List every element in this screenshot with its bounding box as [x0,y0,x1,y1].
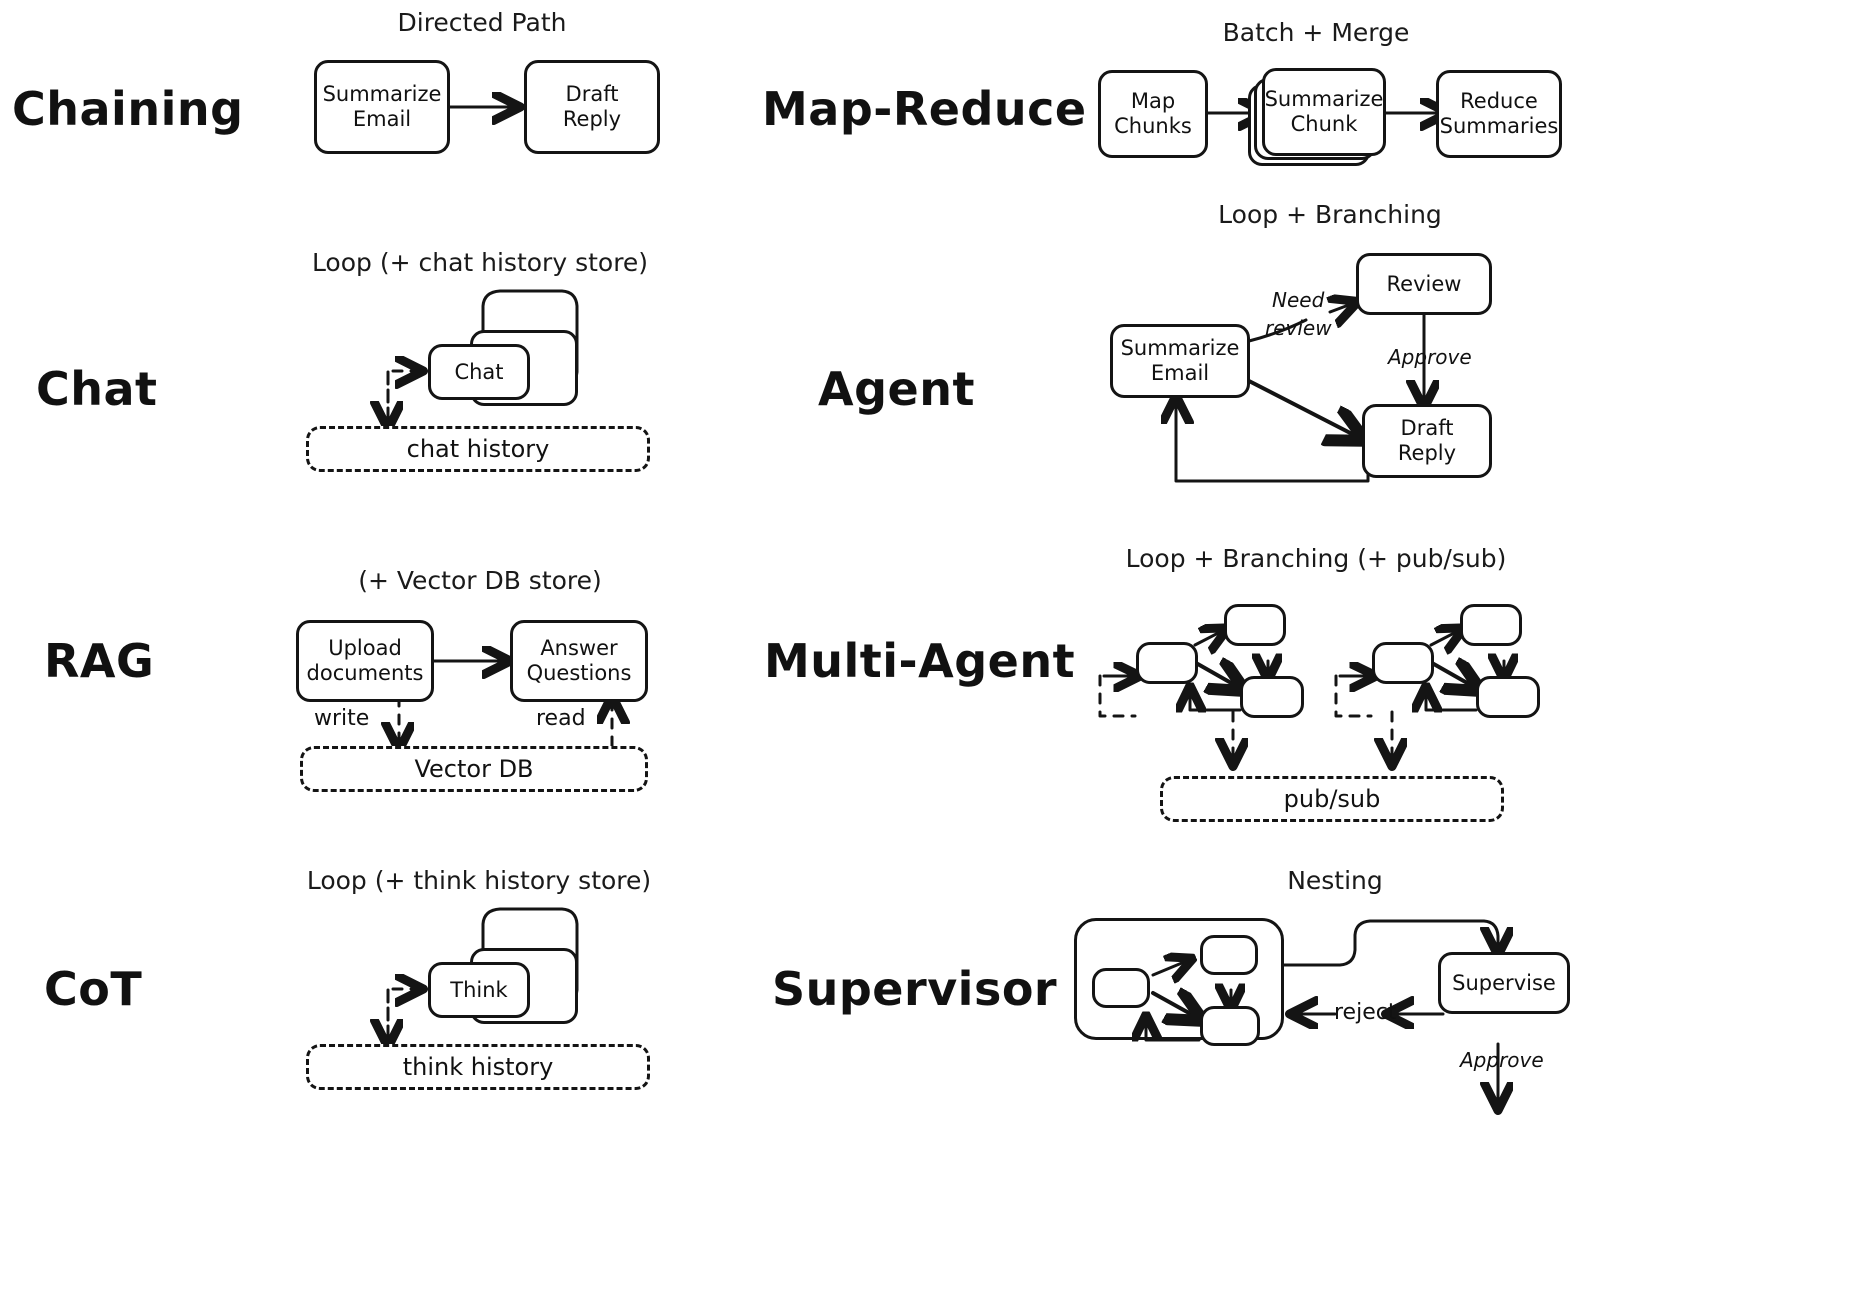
node-supervisor-inner-a[interactable] [1092,968,1150,1008]
node-supervise[interactable]: Supervise [1438,952,1570,1014]
node-summarize-email-agent[interactable]: Summarize Email [1110,324,1250,398]
node-chat[interactable]: Chat [428,344,530,400]
node-draft-reply-agent[interactable]: Draft Reply [1362,404,1492,478]
node-multi-agent-right-a[interactable] [1372,642,1434,684]
edge-label-read: read [536,706,586,731]
node-line-1: Upload [328,636,402,661]
node-summarize-chunk[interactable]: Summarize Chunk [1262,68,1386,156]
node-summarize-email-chaining[interactable]: Summarize Email [314,60,450,154]
node-line-1: Answer [540,636,618,661]
node-upload-documents[interactable]: Upload documents [296,620,434,702]
pattern-label-chat: Chat [36,362,158,416]
store-pub-sub[interactable]: pub/sub [1160,776,1504,822]
node-line-2: Chunk [1290,112,1358,136]
edge-label-review: review [1265,316,1332,340]
node-multi-agent-right-c[interactable] [1476,676,1540,718]
pattern-label-map-reduce: Map-Reduce [762,82,1087,136]
edge-label-approve-agent: Approve [1388,345,1472,369]
pattern-label-chaining: Chaining [12,82,244,136]
node-line-1: Summarize [1120,336,1240,361]
node-line-1: Reduce [1460,89,1538,114]
edge-label-write: write [314,706,370,731]
node-answer-questions[interactable]: Answer Questions [510,620,648,702]
pattern-label-supervisor: Supervisor [772,962,1058,1016]
edge-label-approve-supervisor: Approve [1460,1048,1544,1072]
node-line-1: Summarize [322,82,442,107]
node-line-2: Reply [562,107,622,131]
node-reduce-summaries[interactable]: Reduce Summaries [1436,70,1562,158]
pattern-label-cot: CoT [44,962,143,1016]
node-map-chunks[interactable]: Map Chunks [1098,70,1208,158]
caption-multi-agent: Loop + Branching (+ pub/sub) [1125,544,1507,573]
node-line-1: Supervise [1452,970,1556,995]
caption-chat: Loop (+ chat history store) [311,248,649,277]
store-label: Vector DB [414,755,534,783]
caption-agent: Loop + Branching [1218,200,1442,229]
node-line-2: Summaries [1439,114,1559,138]
node-line-2: Email [1150,361,1210,385]
node-line-2: Reply [1397,441,1457,465]
store-label: think history [402,1053,554,1081]
store-chat-history[interactable]: chat history [306,426,650,472]
node-line-2: Email [352,107,412,131]
node-line-2: documents [306,661,424,685]
edge-label-need: Need [1272,288,1325,312]
node-line-1: Review [1386,271,1462,296]
node-supervisor-inner-b[interactable] [1200,935,1258,975]
node-multi-agent-left-c[interactable] [1240,676,1304,718]
node-review[interactable]: Review [1356,253,1492,315]
pattern-label-multi-agent: Multi-Agent [764,634,1076,688]
caption-supervisor: Nesting [1287,866,1383,895]
pattern-label-agent: Agent [818,362,975,416]
caption-cot: Loop (+ think history store) [306,866,652,895]
store-think-history[interactable]: think history [306,1044,650,1090]
node-draft-reply-chaining[interactable]: Draft Reply [524,60,660,154]
node-multi-agent-left-a[interactable] [1136,642,1198,684]
node-line-1: Chat [454,359,504,384]
node-line-1: Draft [565,82,619,107]
node-line-1: Think [450,977,508,1002]
node-supervisor-inner-c[interactable] [1200,1006,1260,1046]
edge-label-reject: reject [1334,1000,1397,1025]
node-multi-agent-left-b[interactable] [1224,604,1286,646]
node-line-2: Questions [526,661,632,685]
caption-chaining: Directed Path [397,8,567,37]
store-label: pub/sub [1283,785,1381,813]
node-think[interactable]: Think [428,962,530,1018]
node-line-1: Summarize [1264,87,1384,112]
caption-map-reduce: Batch + Merge [1222,18,1410,47]
node-line-1: Map [1130,89,1176,114]
pattern-label-rag: RAG [44,634,155,688]
node-line-1: Draft [1400,416,1454,441]
store-vector-db[interactable]: Vector DB [300,746,648,792]
node-multi-agent-right-b[interactable] [1460,604,1522,646]
store-label: chat history [406,435,550,463]
node-line-2: Chunks [1114,114,1192,138]
caption-rag: (+ Vector DB store) [358,566,602,595]
